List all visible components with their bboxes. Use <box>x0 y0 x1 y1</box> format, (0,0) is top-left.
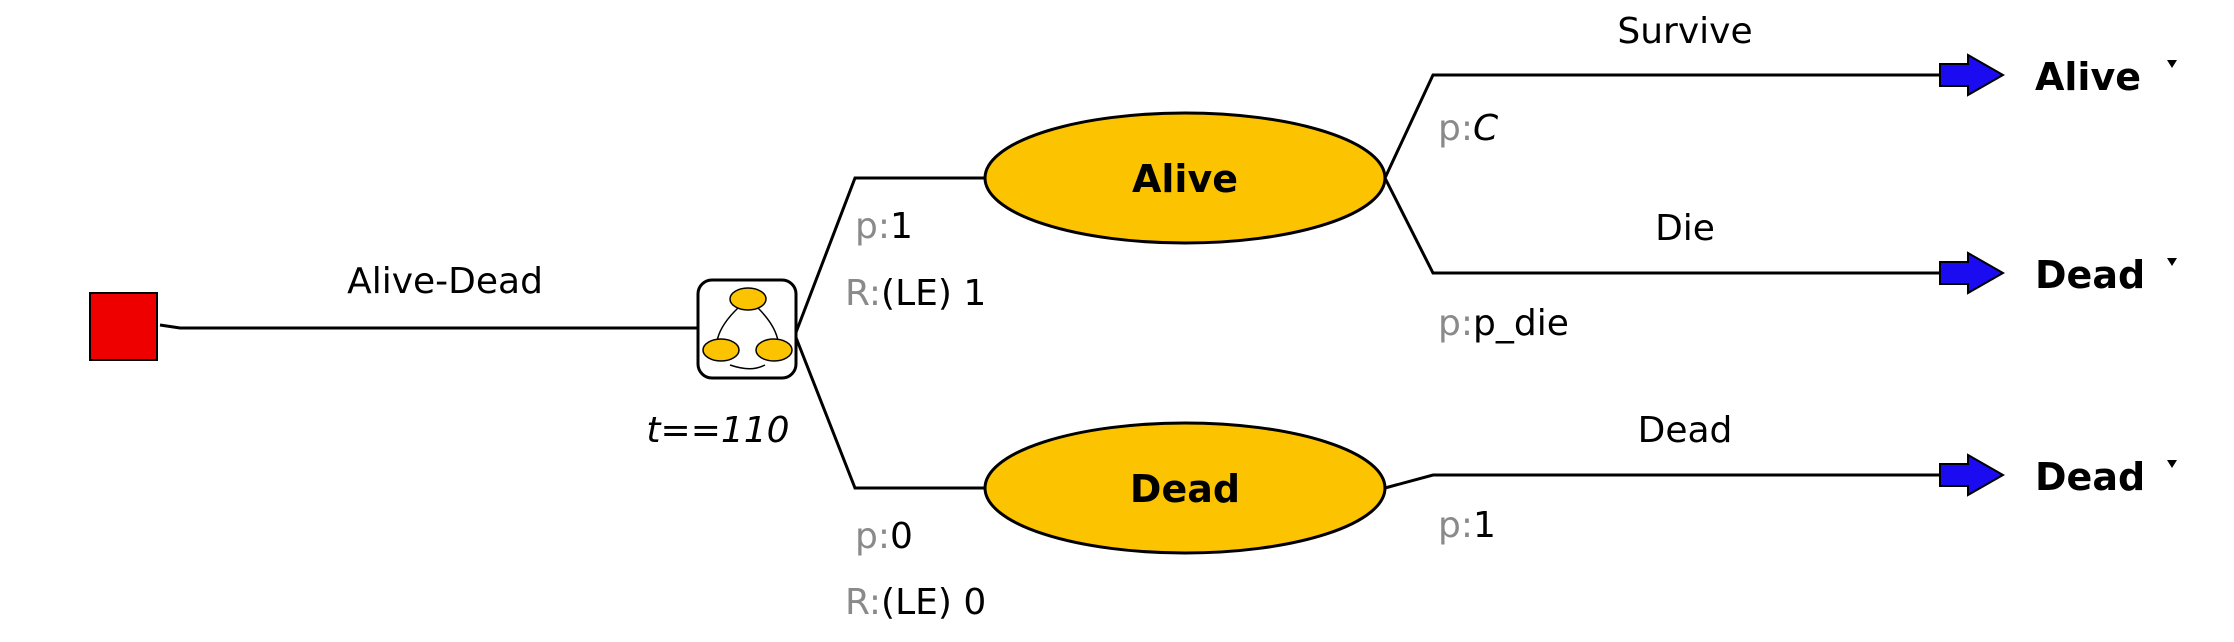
markov-node[interactable] <box>696 278 798 380</box>
transition-dead-prob: p:1 <box>1438 505 1496 546</box>
terminal-arrow-icon[interactable] <box>1939 251 2006 295</box>
state-dead-reward: R:(LE) 0 <box>845 582 986 623</box>
branch-state-alive <box>793 176 985 336</box>
terminal-arrow-icon[interactable] <box>1939 53 2006 97</box>
transition-die-label[interactable]: Die <box>1655 208 1715 249</box>
state-dead-name: Dead <box>1130 467 1240 511</box>
transition-dead-label[interactable]: Dead <box>1638 410 1733 451</box>
terminal-alive-label[interactable]: Alive <box>2035 55 2141 99</box>
branch-state-dead <box>793 334 985 490</box>
terminal-arrow-icon[interactable] <box>1939 453 2006 497</box>
chevron-down-icon[interactable] <box>2167 60 2177 68</box>
state-dead-prob: p:0 <box>855 516 913 557</box>
transition-survive-prob: p:C <box>1438 108 1499 149</box>
transition-survive-label[interactable]: Survive <box>1617 11 1752 52</box>
chevron-down-icon[interactable] <box>2167 258 2177 266</box>
decision-branch-label[interactable]: Alive-Dead <box>347 261 543 302</box>
terminal-dead-label[interactable]: Dead <box>2035 455 2145 499</box>
decision-node[interactable] <box>89 292 158 361</box>
branch-transition-survive <box>1383 73 1940 179</box>
terminal-dead-label[interactable]: Dead <box>2035 253 2145 297</box>
branch-transition-die <box>1383 177 1940 275</box>
state-alive-name: Alive <box>1132 157 1238 201</box>
chevron-down-icon[interactable] <box>2167 460 2177 468</box>
state-alive-prob: p:1 <box>855 206 913 247</box>
branch-root <box>159 323 700 330</box>
transition-die-prob: p:p_die <box>1438 303 1569 344</box>
state-node-alive[interactable]: Alive <box>983 111 1387 245</box>
markov-termination-label: t==110 <box>646 410 789 451</box>
state-node-dead[interactable]: Dead <box>983 421 1387 555</box>
branch-transition-dead <box>1384 473 1940 490</box>
state-alive-reward: R:(LE) 1 <box>845 273 986 314</box>
